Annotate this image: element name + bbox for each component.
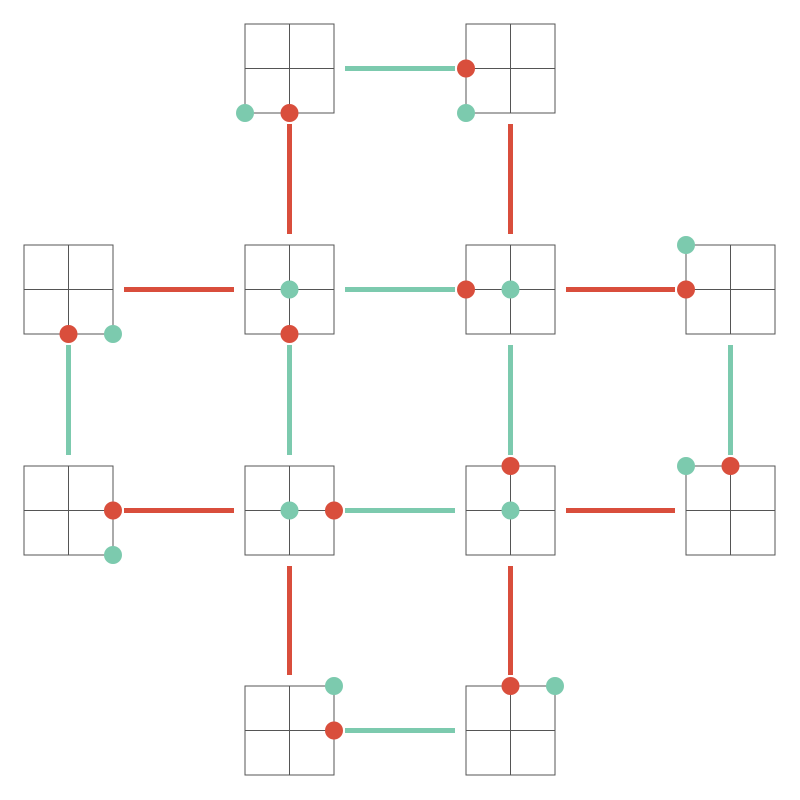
markers-layer <box>59 59 740 740</box>
marker-dot-red <box>721 457 740 475</box>
grid-tile <box>244 685 335 776</box>
marker-dot-teal <box>677 457 695 475</box>
marker-dot-teal <box>280 501 299 520</box>
marker-dot-red <box>457 59 475 78</box>
grid-tile <box>465 685 556 776</box>
grid-tile <box>23 244 114 335</box>
marker-dot-red <box>104 501 122 520</box>
marker-dot-teal <box>457 104 475 122</box>
grid-tile <box>23 465 114 556</box>
marker-dot-teal <box>104 325 122 343</box>
marker-dot-teal <box>280 280 299 299</box>
grid-tile <box>685 465 776 556</box>
marker-dot-teal <box>546 677 564 695</box>
marker-dot-red <box>280 325 299 343</box>
marker-dot-red <box>325 721 343 740</box>
marker-dot-teal <box>236 104 254 122</box>
marker-dot-red <box>280 104 299 122</box>
grid-tile <box>465 23 556 114</box>
marker-dot-red <box>501 457 520 475</box>
marker-dot-teal <box>501 501 520 520</box>
marker-dot-teal <box>677 236 695 254</box>
marker-dot-red <box>457 280 475 299</box>
marker-dot-teal <box>325 677 343 695</box>
marker-dot-red <box>325 501 343 520</box>
grid-tile <box>244 23 335 114</box>
marker-dot-red <box>501 677 520 695</box>
marker-dot-teal <box>501 280 520 299</box>
grid-tile <box>685 244 776 335</box>
marker-dot-teal <box>104 546 122 564</box>
tiles-layer <box>23 23 776 776</box>
connectors-layer <box>66 66 733 733</box>
marker-dot-red <box>59 325 78 343</box>
marker-dot-red <box>677 280 695 299</box>
